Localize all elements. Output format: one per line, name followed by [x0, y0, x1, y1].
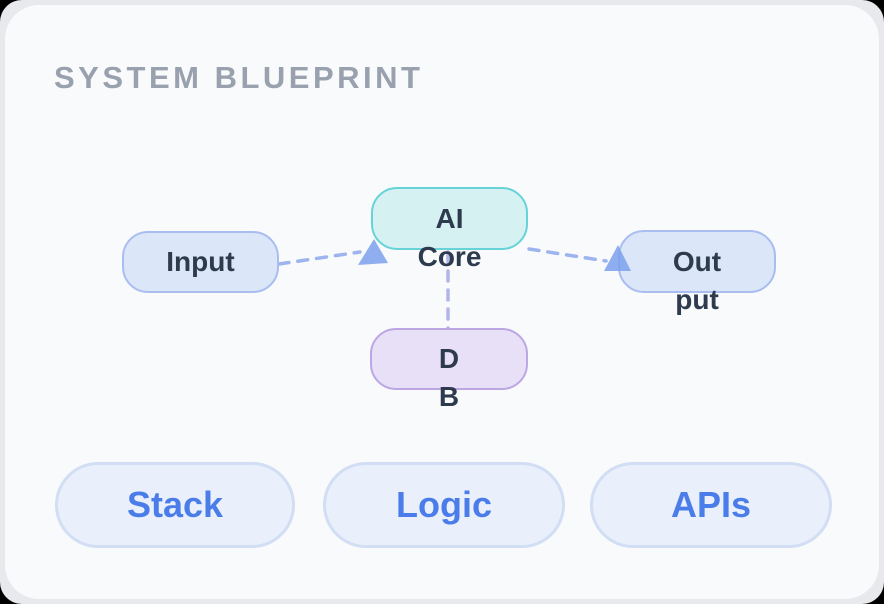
- node-label-output: Out put: [672, 245, 722, 315]
- tag-pill-apis[interactable]: APIs: [590, 462, 832, 548]
- tag-pill-stack[interactable]: Stack: [55, 462, 295, 548]
- diagram-node-ai-core[interactable]: AI Core: [371, 187, 528, 272]
- node-label-input: Input: [166, 246, 235, 277]
- tag-label-stack: Stack: [126, 484, 224, 525]
- page-title: SYSTEM BLUEPRINT: [54, 60, 424, 95]
- tag-label-logic: Logic: [396, 484, 492, 525]
- tag-label-apis: APIs: [670, 484, 752, 525]
- diagram-node-input[interactable]: Input: [122, 231, 279, 293]
- diagram-node-output[interactable]: Out put: [618, 230, 776, 315]
- node-label-db: D B: [438, 343, 460, 412]
- tag-pill-logic[interactable]: Logic: [323, 462, 565, 548]
- diagram-node-db[interactable]: D B: [370, 328, 528, 412]
